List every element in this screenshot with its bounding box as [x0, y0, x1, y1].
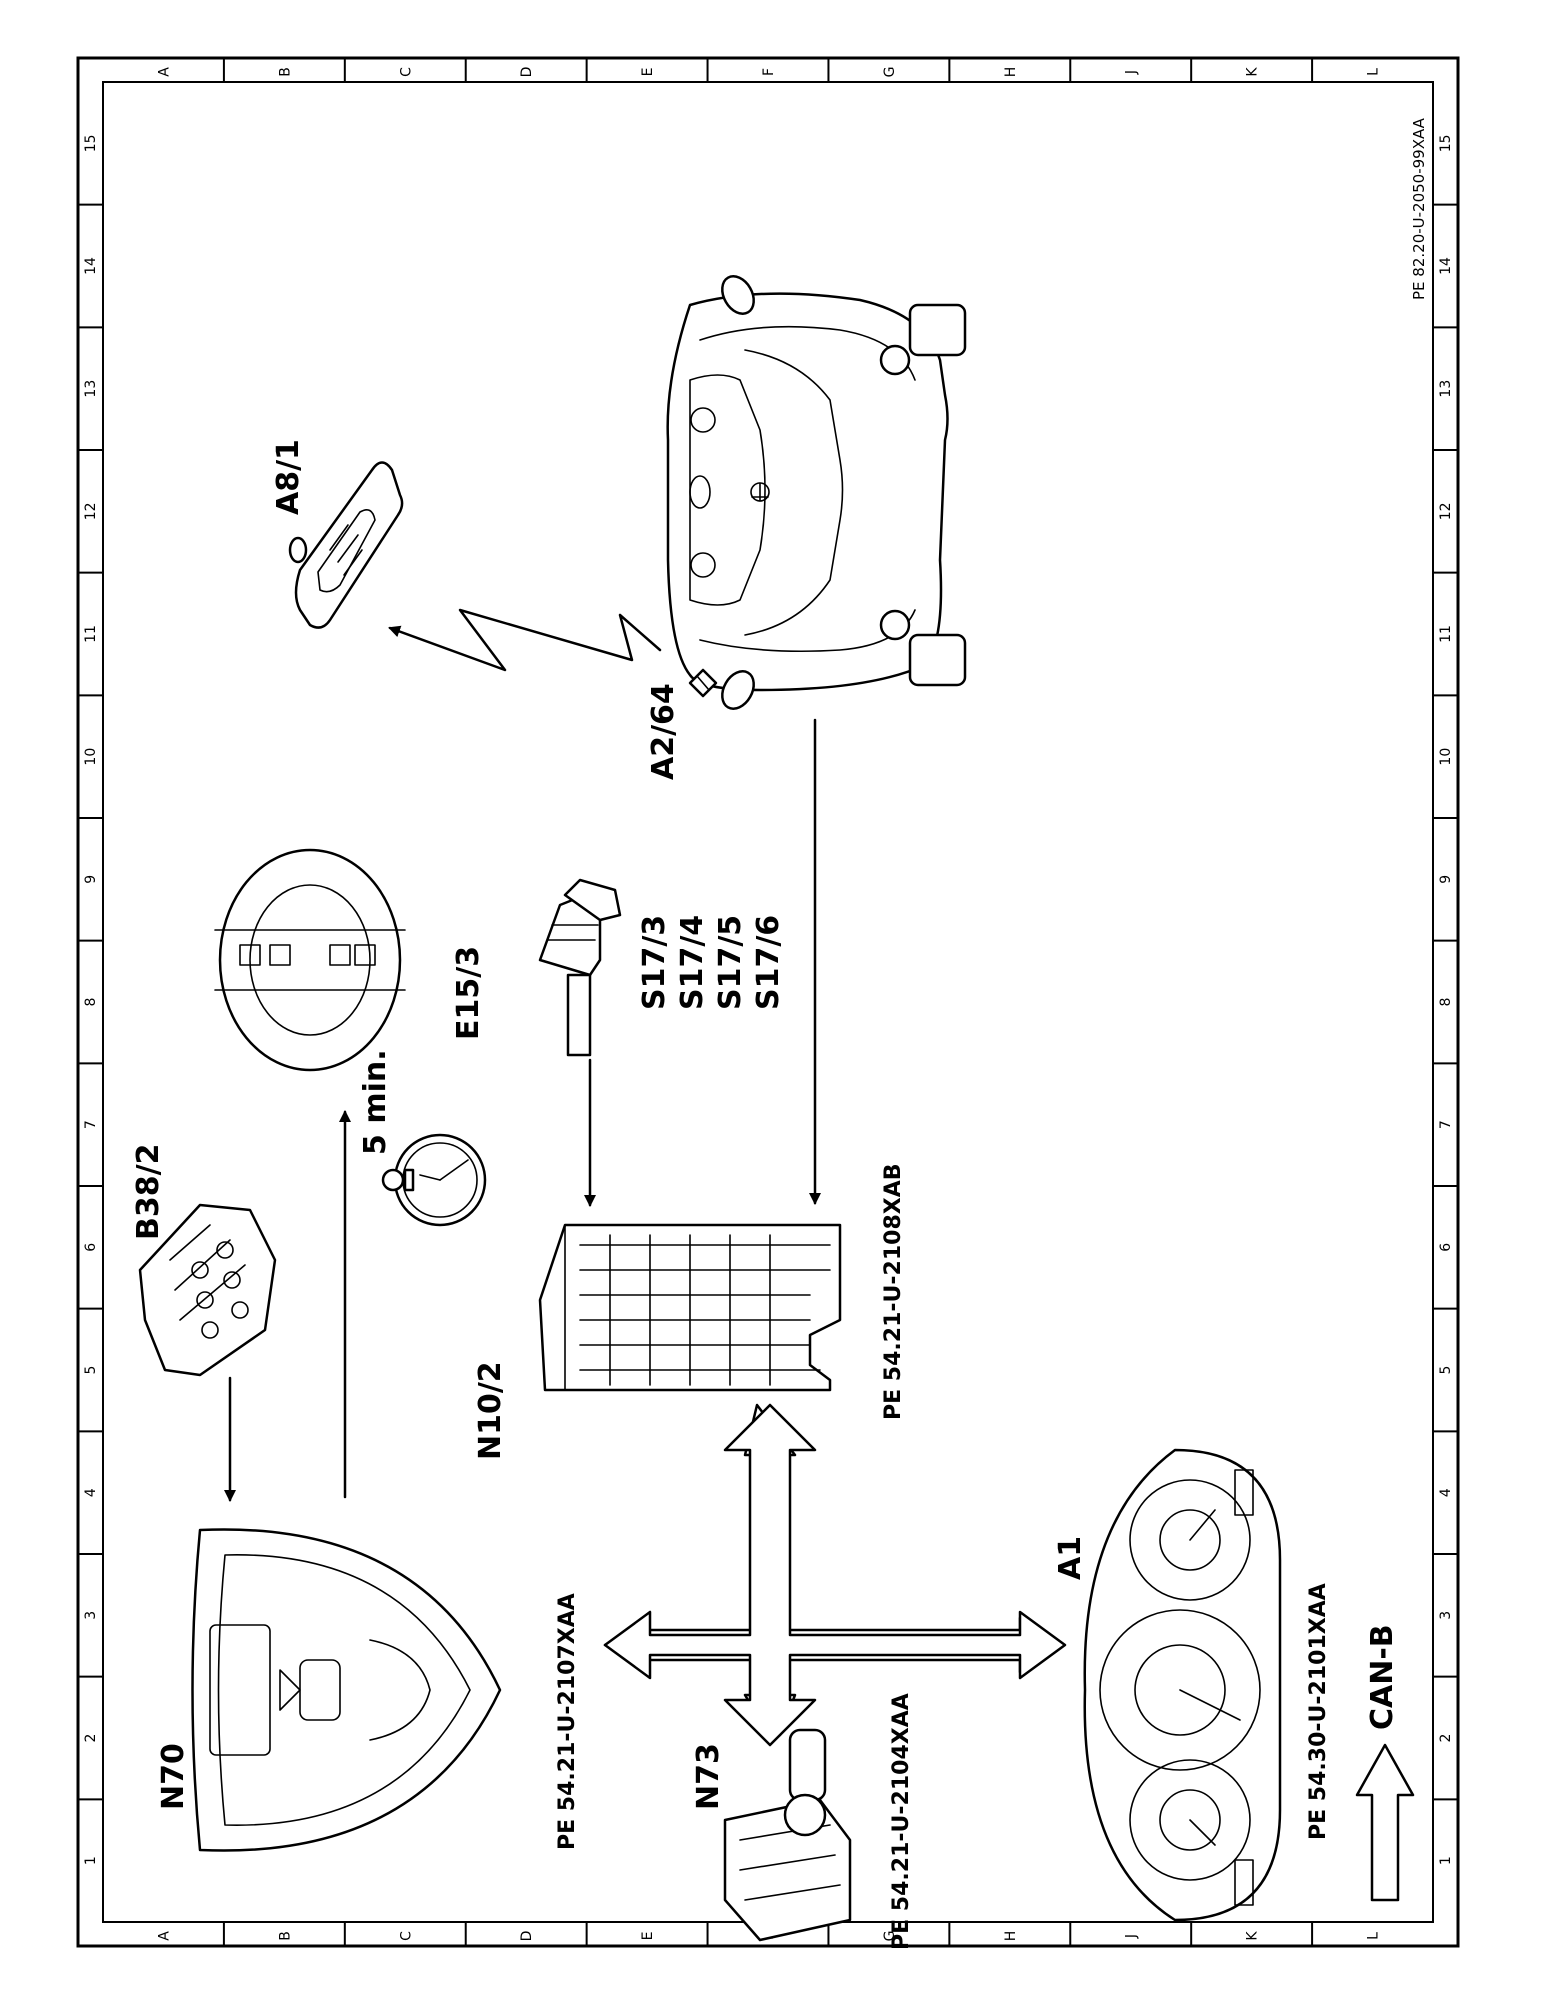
grid-label-bottom: H [1003, 1931, 1019, 1942]
control-module-n10-2 [538, 1223, 842, 1392]
grid-label-left: 11 [83, 625, 99, 643]
label-b38-2: B38/2 [131, 1144, 166, 1240]
grid-label-left: 6 [83, 1243, 99, 1252]
grid-label-right: 8 [1438, 998, 1454, 1007]
grid-label-right: 15 [1438, 134, 1454, 152]
grid-label-bottom: B [277, 1931, 293, 1941]
grid-label-bottom: E [640, 1932, 656, 1941]
label-n70: N70 [156, 1743, 191, 1810]
grid-label-top: F [761, 68, 777, 76]
grid-label-bottom: L [1366, 1932, 1382, 1940]
grid-label-left: 14 [83, 257, 99, 275]
grid-label-right: 7 [1438, 1120, 1454, 1129]
grid-label-top: C [398, 67, 414, 77]
transponder-antenna-icon [688, 668, 718, 698]
sensor-b38-2 [138, 1203, 277, 1377]
grid-label-left: 9 [83, 875, 99, 884]
label-e15-3: E15/3 [451, 946, 486, 1040]
grid-label-left: 12 [83, 502, 99, 520]
grid-label-right: 3 [1438, 1611, 1454, 1620]
grid-label-left: 7 [83, 1120, 99, 1129]
label-a8-1: A8/1 [271, 439, 306, 515]
reference-n10-2: PE 54.21-U-2108XAB [881, 1163, 906, 1420]
grid-label-top: G [882, 67, 898, 78]
grid-label-right: 12 [1438, 502, 1454, 520]
grid-label-top: E [640, 68, 656, 77]
grid-label-left: 13 [83, 380, 99, 398]
grid-label-left: 1 [83, 1856, 99, 1865]
label-s17-5: S17/5 [713, 915, 748, 1010]
radio-signal [388, 608, 662, 672]
grid-label-right: 14 [1438, 257, 1454, 275]
stopwatch-icon [381, 1133, 487, 1227]
reference-n70: PE 54.21-U-2107XAA [555, 1593, 580, 1850]
grid-label-right: 13 [1438, 380, 1454, 398]
grid-labels: AABBCCDDEEFFGGHHJJKKLL112233445566778899… [83, 67, 1454, 1942]
grid-label-left: 3 [83, 1611, 99, 1620]
grid-label-right: 2 [1438, 1734, 1454, 1743]
grid-label-top: K [1245, 67, 1261, 77]
grid-label-top: D [519, 67, 535, 78]
reference-a1: PE 54.30-U-2101XAA [1306, 1583, 1331, 1840]
grid-label-right: 4 [1438, 1488, 1454, 1497]
label-s17-4: S17/4 [675, 915, 710, 1010]
remote-key-a8-1 [288, 461, 404, 629]
vehicle-front-view [666, 275, 967, 710]
grid-label-bottom: G [882, 1931, 898, 1942]
grid-label-left: 4 [83, 1488, 99, 1497]
reference-n73: PE 54.21-U-2104XAA [889, 1693, 914, 1950]
grid-label-bottom: D [519, 1931, 535, 1942]
grid-label-bottom: K [1245, 1931, 1261, 1941]
instrument-cluster-a1 [1083, 1448, 1282, 1922]
door-contact-switch-s17 [538, 878, 622, 1057]
label-n73: N73 [691, 1743, 726, 1810]
grid-label-right: 5 [1438, 1366, 1454, 1375]
document-id: PE 82.20-U-2050-99XAA [1410, 117, 1428, 300]
label-n10-2: N10/2 [473, 1361, 508, 1460]
switch-module-e15-3 [214, 848, 406, 1072]
grid-label-left: 15 [83, 134, 99, 152]
legend-can-b-label: CAN-B [1365, 1624, 1400, 1730]
grid-label-left: 8 [83, 998, 99, 1007]
can-b-bus-cross [603, 1403, 1067, 1747]
overhead-panel-n70 [191, 1528, 502, 1852]
grid-label-top: J [1124, 70, 1140, 75]
grid-label-top: H [1003, 67, 1019, 78]
timer-label: 5 min. [358, 1049, 393, 1155]
grid-label-bottom: J [1124, 1934, 1140, 1939]
grid-label-top: B [277, 67, 293, 77]
grid-label-right: 10 [1438, 748, 1454, 766]
grid-label-bottom: A [156, 1931, 172, 1941]
grid-label-left: 10 [83, 748, 99, 766]
label-a1: A1 [1053, 1536, 1088, 1580]
grid-label-left: 2 [83, 1734, 99, 1743]
grid-label-right: 6 [1438, 1243, 1454, 1252]
grid-label-right: 11 [1438, 625, 1454, 643]
grid-label-left: 5 [83, 1366, 99, 1375]
grid-label-top: A [156, 67, 172, 77]
grid-label-top: L [1366, 68, 1382, 76]
grid-label-right: 9 [1438, 875, 1454, 884]
grid-label-right: 1 [1438, 1856, 1454, 1865]
label-a2-64: A2/64 [646, 683, 681, 780]
legend-can-b-symbol [1355, 1743, 1415, 1902]
label-s17-3: S17/3 [637, 915, 672, 1010]
ignition-switch-n73 [723, 1728, 852, 1942]
label-s17-6: S17/6 [751, 915, 786, 1010]
grid-label-bottom: C [398, 1931, 414, 1941]
